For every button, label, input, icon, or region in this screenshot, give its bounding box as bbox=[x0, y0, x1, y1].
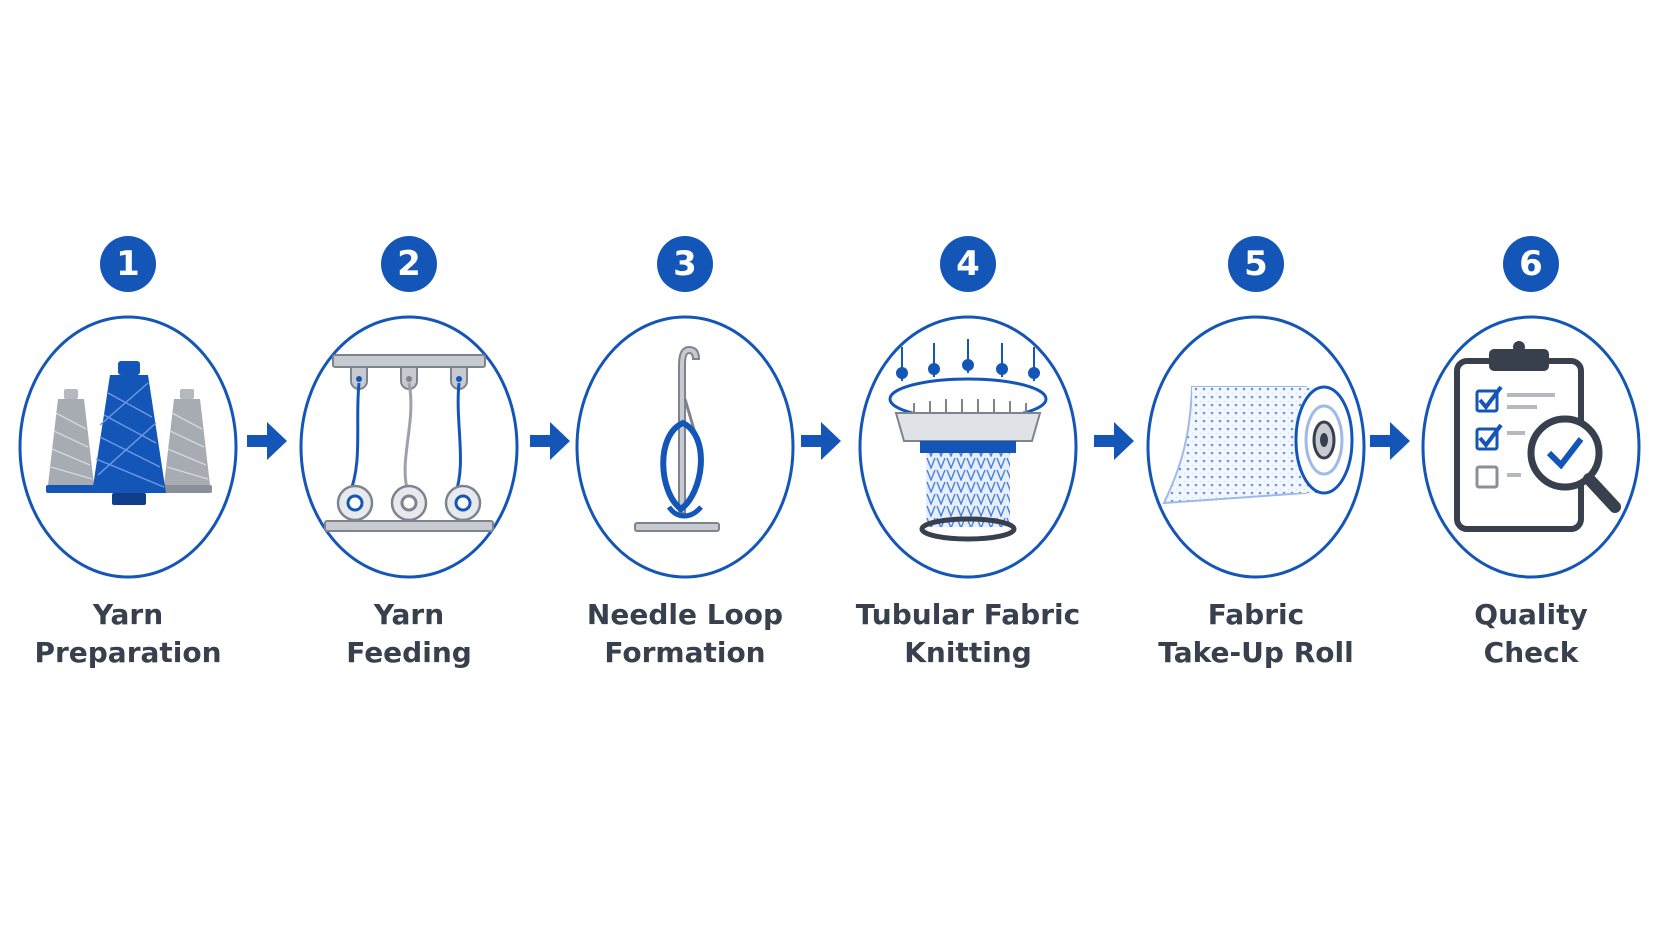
step-label-line1: Tubular Fabric bbox=[855, 598, 1081, 631]
step-label-line2: Feeding bbox=[346, 636, 472, 669]
flow-arrow-icon bbox=[245, 418, 289, 464]
step-needle-loop-formation: 3 Needle Loop Formation bbox=[555, 236, 815, 676]
latch-needle-icon bbox=[575, 315, 795, 579]
step-label-line1: Yarn bbox=[373, 598, 445, 631]
step-label: Yarn Preparation bbox=[0, 596, 268, 672]
step-label: Tubular Fabric Knitting bbox=[828, 596, 1108, 672]
flow-arrow-icon bbox=[1092, 418, 1136, 464]
step-label: Quality Check bbox=[1391, 596, 1671, 672]
step-number-badge: 5 bbox=[1228, 236, 1284, 292]
step-label-line2: Preparation bbox=[34, 636, 222, 669]
step-label-line1: Yarn bbox=[92, 598, 164, 631]
step-label-line2: Formation bbox=[604, 636, 766, 669]
step-number-badge: 6 bbox=[1503, 236, 1559, 292]
step-quality-check: 6 bbox=[1401, 236, 1661, 676]
step-label-line1: Fabric bbox=[1207, 598, 1305, 631]
fabric-roll-icon bbox=[1146, 315, 1366, 579]
step-icon-frame bbox=[297, 313, 521, 581]
step-tubular-fabric-knitting: 4 bbox=[838, 236, 1098, 676]
step-number-badge: 4 bbox=[940, 236, 996, 292]
step-yarn-preparation: 1 Yarn Preparat bbox=[0, 236, 258, 676]
quality-checklist-icon bbox=[1421, 315, 1641, 579]
flow-arrow-icon bbox=[1368, 418, 1412, 464]
step-icon-frame bbox=[16, 313, 240, 581]
step-icon-frame bbox=[573, 313, 797, 581]
step-yarn-feeding: 2 bbox=[279, 236, 539, 676]
step-label-line1: Quality bbox=[1474, 598, 1588, 631]
step-number-badge: 2 bbox=[381, 236, 437, 292]
step-label-line2: Check bbox=[1483, 636, 1579, 669]
step-number-badge: 3 bbox=[657, 236, 713, 292]
flow-arrow-icon bbox=[799, 418, 843, 464]
yarn-feeder-icon bbox=[299, 315, 519, 579]
step-label: Needle Loop Formation bbox=[545, 596, 825, 672]
step-label: Yarn Feeding bbox=[269, 596, 549, 672]
step-label-line2: Take-Up Roll bbox=[1158, 636, 1354, 669]
step-fabric-take-up-roll: 5 Fabric Take-Up Roll bbox=[1126, 236, 1386, 676]
step-label-line2: Knitting bbox=[904, 636, 1032, 669]
step-label: Fabric Take-Up Roll bbox=[1116, 596, 1396, 672]
circular-knitting-machine-icon bbox=[858, 315, 1078, 579]
step-number-badge: 1 bbox=[100, 236, 156, 292]
yarn-cones-icon bbox=[18, 315, 238, 579]
step-icon-frame bbox=[1144, 313, 1368, 581]
step-icon-frame bbox=[1419, 313, 1643, 581]
step-icon-frame bbox=[856, 313, 1080, 581]
step-label-line1: Needle Loop bbox=[586, 598, 784, 631]
flow-arrow-icon bbox=[528, 418, 572, 464]
